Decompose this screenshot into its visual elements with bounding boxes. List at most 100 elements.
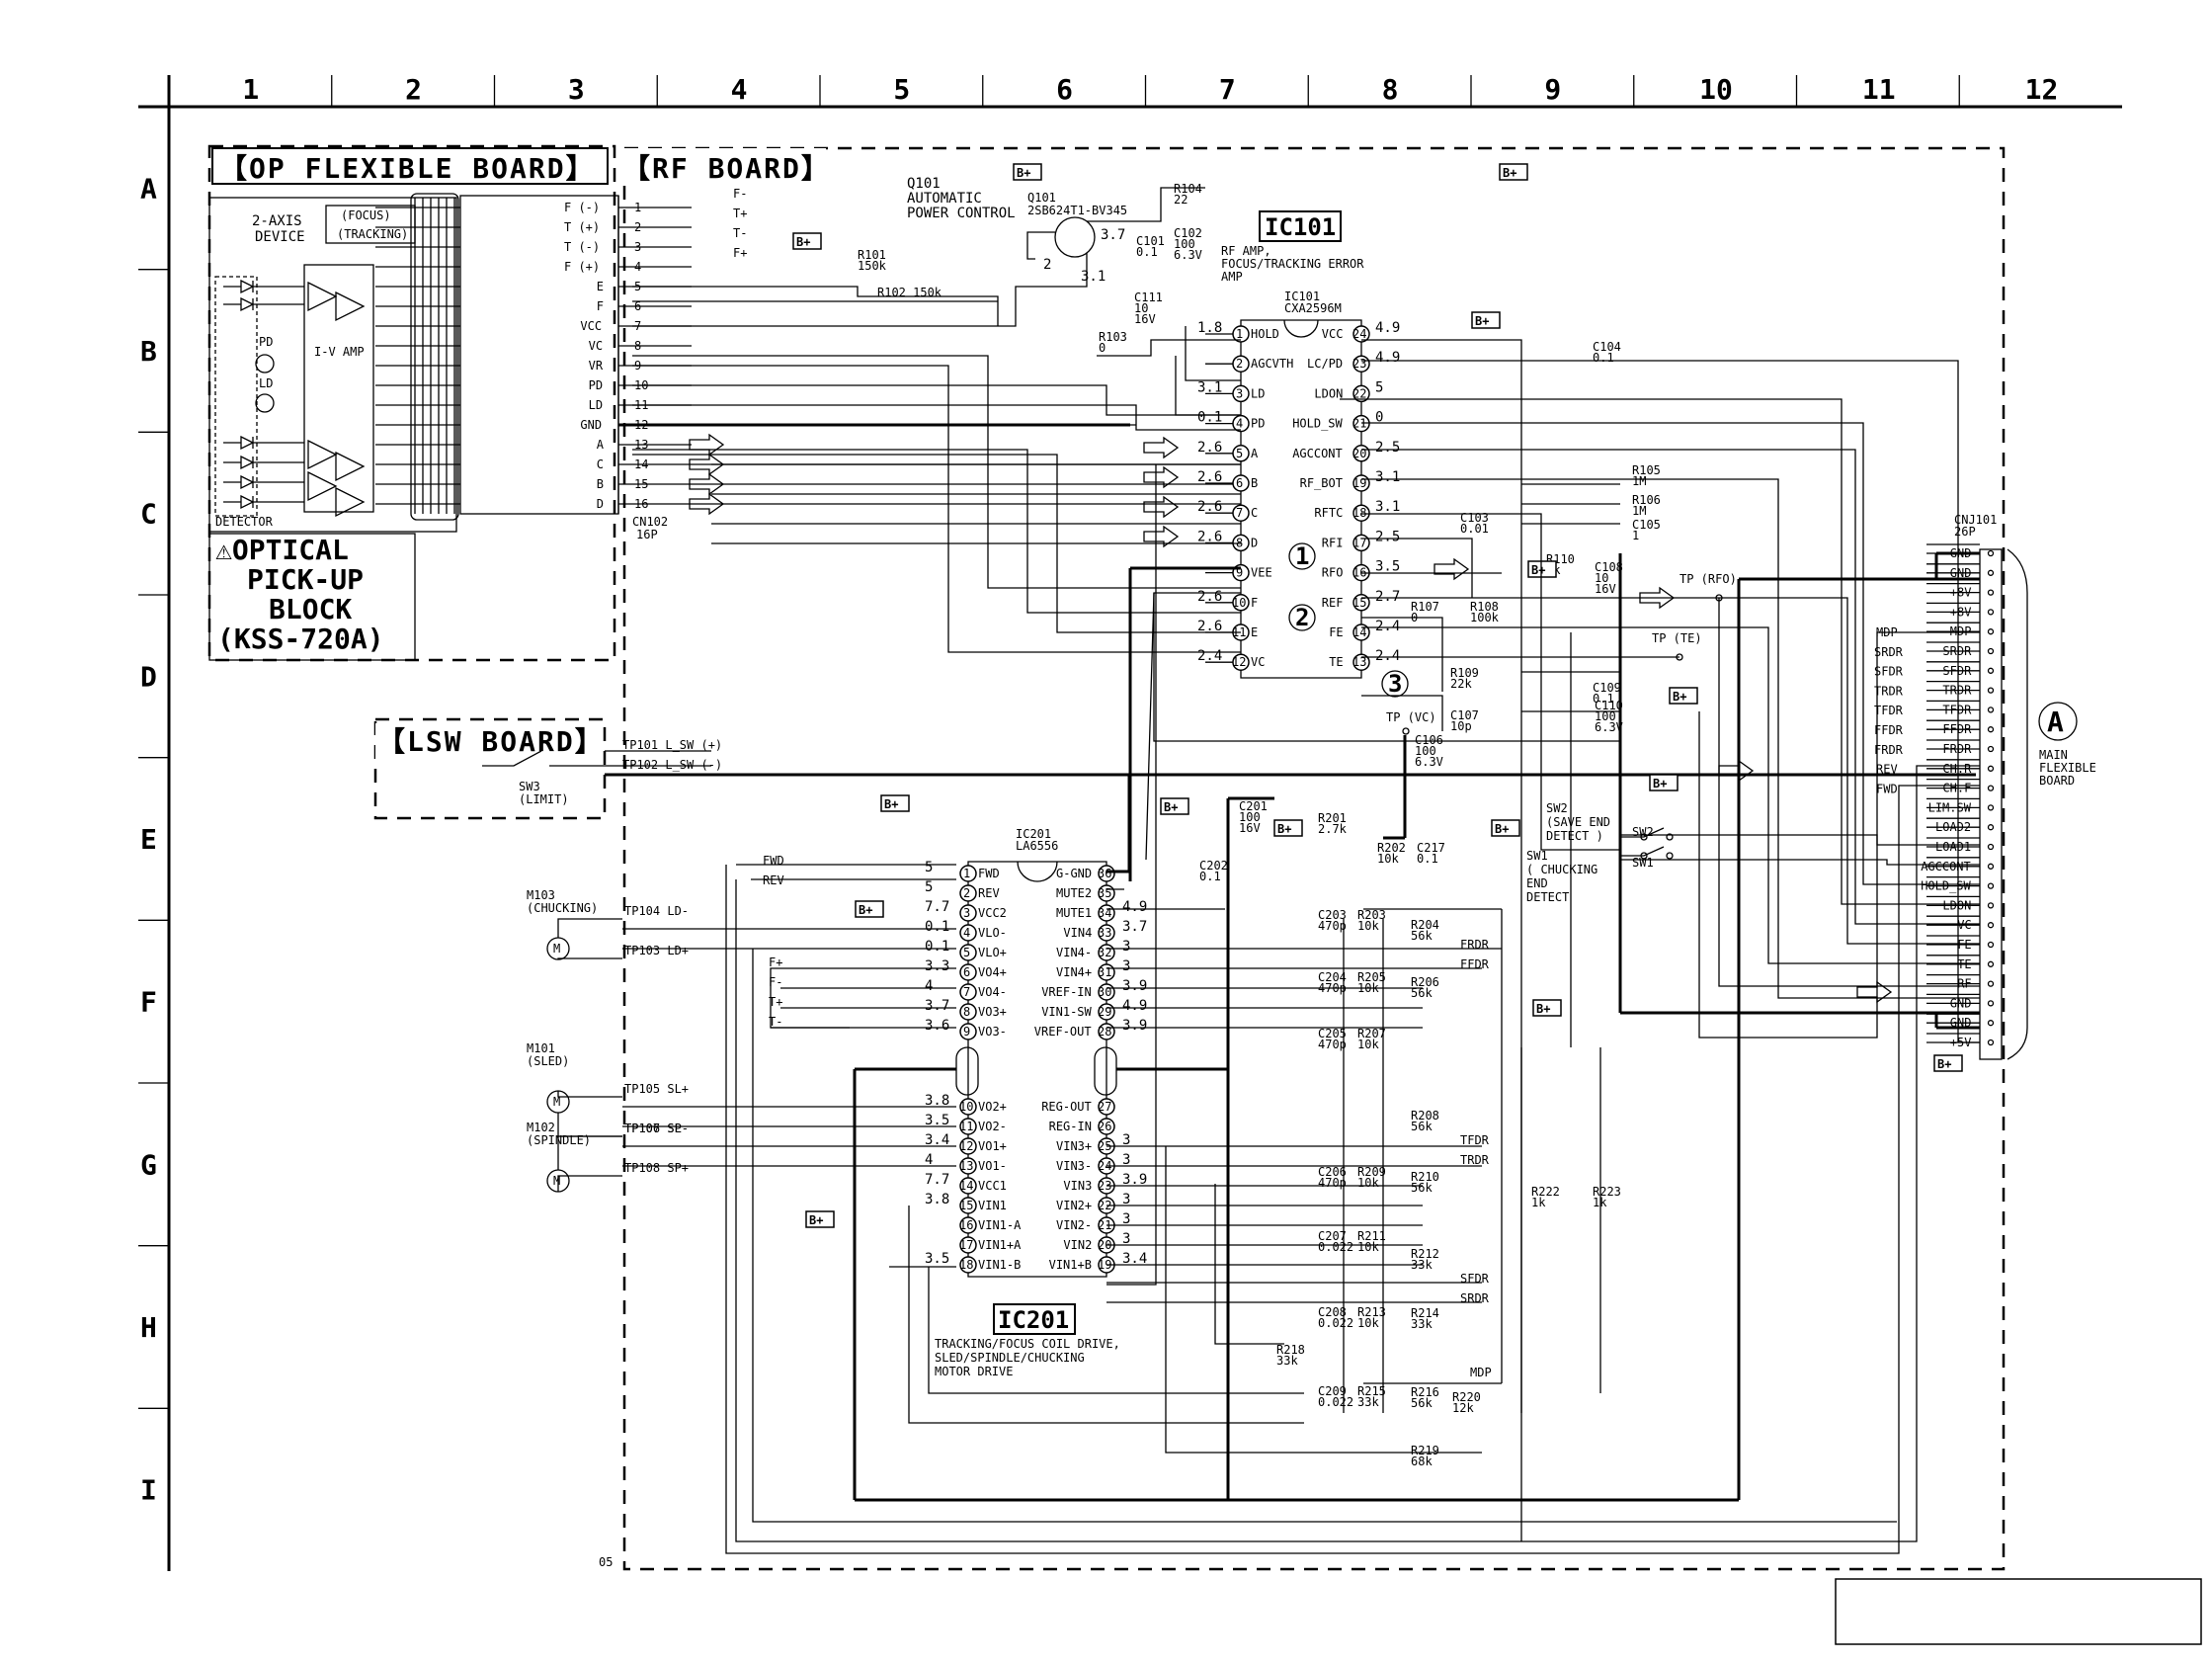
b-plus-marker <box>1273 819 1303 837</box>
signal-arrow-icon <box>689 453 725 476</box>
ic201-description: TRACKING/FOCUS COIL DRIVE,SLED/SPINDLE/C… <box>935 1337 1120 1378</box>
ic101-pin-name: RFI <box>1322 536 1344 549</box>
cnj101-wire-label: FWD <box>1876 782 1898 795</box>
ic101-pin-voltage: 2.7 <box>1375 589 1400 605</box>
ic101-pin-name: B <box>1251 476 1258 490</box>
ic201-pin <box>959 1137 977 1155</box>
ic101-pin-number: 6 <box>1236 476 1243 490</box>
ic201-pin-name: MUTE2 <box>1056 886 1092 900</box>
ic201-pin-number: 26 <box>1098 1120 1111 1133</box>
ic201-pin-name: VCC1 <box>978 1179 1007 1193</box>
waveform-marker-number: 3 <box>1388 670 1402 698</box>
column-label: 5 <box>893 73 910 106</box>
ic201-pin-voltage: 3.4 <box>1122 1251 1147 1267</box>
b-plus-label: B+ <box>1495 822 1509 836</box>
ic201-pin-name: VIN1+B <box>1049 1258 1092 1272</box>
b-plus-label: B+ <box>1475 314 1489 328</box>
ic101-pin <box>1352 624 1370 641</box>
ic201-pin-number: 31 <box>1098 965 1111 979</box>
wire-label: FRDR <box>1460 938 1490 952</box>
ic101-pin-number: 3 <box>1236 386 1243 400</box>
motor-label: M103(CHUCKING) <box>527 888 598 915</box>
ic101-pin-voltage: 4.9 <box>1375 320 1400 336</box>
lsw-board-title: 【LSW BOARD】 <box>377 725 605 758</box>
ic101-pin-number: 13 <box>1352 655 1366 669</box>
ic201-pin-name: VO3- <box>978 1025 1007 1039</box>
wire-label: T- <box>769 1015 782 1029</box>
cn102-pin-signal: VCC <box>580 319 602 333</box>
grid-frame <box>138 75 2122 1571</box>
board-outlines <box>207 144 2006 1571</box>
wire-label: SFDR <box>1460 1272 1490 1286</box>
transistor-icon <box>1054 216 1096 258</box>
ic101-pin <box>1352 653 1370 671</box>
b-plus-marker <box>805 1210 835 1228</box>
interconnect-wiring <box>622 286 1980 1554</box>
signal-arrow-icon <box>1143 525 1180 548</box>
ic201-pin-number: 20 <box>1098 1238 1111 1252</box>
ic101-pin-voltage: 2.6 <box>1197 499 1222 515</box>
ic201-pin <box>959 983 977 1001</box>
ic101-pin-number: 19 <box>1352 476 1366 490</box>
cn102-pin-signal: T (+) <box>564 220 600 234</box>
ic201-pin <box>959 963 977 981</box>
cn102-pin-signal: B <box>597 477 604 491</box>
column-label: 11 <box>1862 73 1896 106</box>
ic201-pin-name: VCC2 <box>978 906 1007 920</box>
ic201-pin <box>959 865 977 882</box>
ic101-pin-number: 10 <box>1232 596 1246 610</box>
ic201-pin-voltage: 0.1 <box>925 939 949 955</box>
ic201-pin-number: 12 <box>959 1139 973 1153</box>
ic101-pin-name: HOLD_SW <box>1292 417 1343 431</box>
pd-label: PD <box>259 335 273 349</box>
ic101-pin-voltage: 2.6 <box>1197 469 1222 485</box>
amplifier-icon <box>307 470 338 502</box>
ic101-pin-number: 2 <box>1236 357 1243 371</box>
b-plus-label: B+ <box>1017 166 1030 180</box>
ic201-pin-name: VREF-IN <box>1041 985 1092 999</box>
diode-icon <box>240 455 255 470</box>
b-plus-label: B+ <box>809 1213 823 1227</box>
ic101-pin-voltage: 2.4 <box>1375 619 1400 634</box>
ic101-pin-name: E <box>1251 625 1258 639</box>
main-flex-letter: A <box>2047 706 2064 738</box>
ic201-pin-voltage: 3 <box>1122 958 1130 974</box>
tracking-coil-label: (TRACKING) <box>337 227 408 241</box>
diode-icon <box>240 296 255 312</box>
b-plus-marker <box>1933 1054 1963 1072</box>
b-plus-marker <box>855 900 884 918</box>
ic101-pin-voltage: 1.8 <box>1197 320 1222 336</box>
ic201-pin-number: 34 <box>1098 906 1111 920</box>
ic101-pin-name: HOLD <box>1251 327 1279 341</box>
cnj101-wire-label: TRDR <box>1874 684 1904 698</box>
cn102-pin-signal: E <box>597 280 604 293</box>
cn102-pin-signal: T (-) <box>564 240 600 254</box>
ic201-pin-number: 7 <box>963 985 970 999</box>
ic101-pin-name: VC <box>1251 655 1265 669</box>
lsw-board-contents: TP101 L_SW (+) TP102 L_SW (-) SW3(LIMIT) <box>482 738 1976 806</box>
laser-diode-icon <box>255 393 275 413</box>
ic101-pin-voltage: 3.1 <box>1197 379 1222 395</box>
ic201-pin-name: REG-OUT <box>1041 1100 1092 1114</box>
ic201-pin-number: 13 <box>959 1159 973 1173</box>
ic201-pin-number: 8 <box>963 1005 970 1019</box>
cn102-pin-signal: VC <box>589 339 603 353</box>
motor-symbol: M <box>553 1095 560 1109</box>
wire-label: FWD <box>763 854 784 868</box>
ic201-pin-name: MUTE1 <box>1056 906 1092 920</box>
signal-arrow-icon <box>1718 759 1755 783</box>
ic201-pin-voltage: 5 <box>925 860 933 875</box>
